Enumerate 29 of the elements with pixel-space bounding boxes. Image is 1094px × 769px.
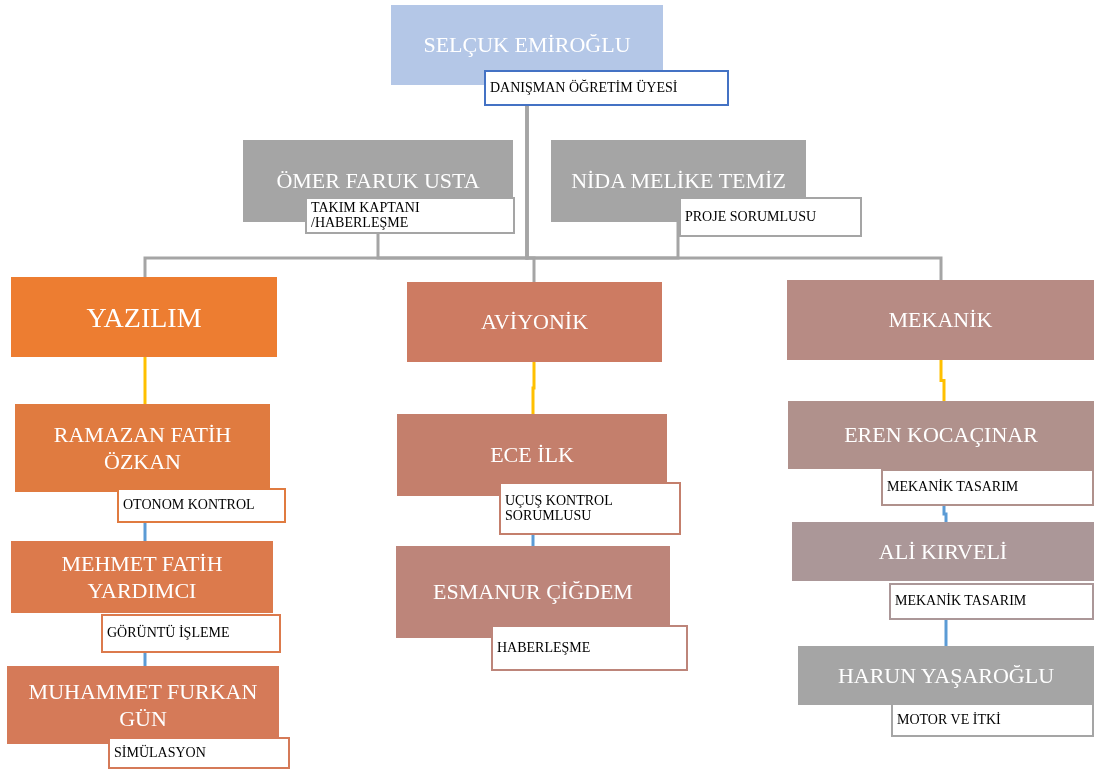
connector-line	[939, 360, 946, 401]
connector-line	[143, 653, 147, 666]
role-box: PROJE SORUMLUSU	[679, 197, 862, 237]
name-box: ESMANUR ÇİĞDEM	[396, 546, 670, 638]
role-box: DANIŞMAN ÖĞRETİM ÜYESİ	[484, 70, 729, 106]
role-box: OTONOM KONTROL	[117, 488, 286, 523]
name-box: MEHMET FATİH YARDIMCI	[11, 541, 273, 613]
role-box: HABERLEŞME	[491, 625, 688, 671]
role-box: MEKANİK TASARIM	[889, 583, 1094, 620]
name-box: RAMAZAN FATİH ÖZKAN	[15, 404, 270, 492]
role-box: GÖRÜNTÜ İŞLEME	[101, 614, 281, 653]
name-box: ALİ KIRVELİ	[792, 522, 1094, 581]
name-box: YAZILIM	[11, 277, 277, 357]
connector-line	[143, 357, 147, 404]
connector-line	[531, 362, 536, 414]
connector-line	[143, 523, 147, 541]
name-box: MUHAMMET FURKAN GÜN	[7, 666, 279, 744]
role-box: TAKIM KAPTANI /HABERLEŞME	[305, 197, 515, 234]
role-box: UÇUŞ KONTROL SORUMLUSU	[499, 482, 681, 535]
name-box: AVİYONİK	[407, 282, 662, 362]
name-box: HARUN YAŞAROĞLU	[798, 646, 1094, 705]
connector-line	[942, 506, 948, 522]
role-box: MOTOR VE İTKİ	[891, 703, 1094, 737]
role-box: SİMÜLASYON	[108, 737, 290, 769]
connector-line	[944, 620, 948, 646]
connector-line	[531, 535, 535, 546]
name-box: MEKANİK	[787, 280, 1094, 360]
role-box: MEKANİK TASARIM	[881, 469, 1094, 506]
name-box: EREN KOCAÇINAR	[788, 401, 1094, 469]
